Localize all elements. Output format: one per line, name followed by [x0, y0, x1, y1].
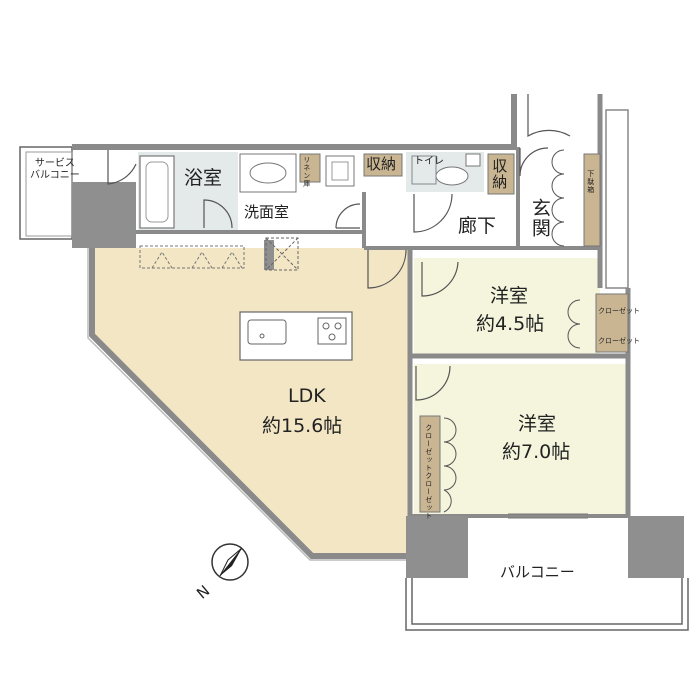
washing-machine [325, 155, 355, 187]
door-swings [107, 94, 571, 401]
service-balcony-label: サービス バルコニー [30, 158, 80, 181]
columns [72, 182, 684, 578]
closet-1b-label: クローゼット [598, 337, 640, 345]
western-room-1-size: 約4.5帖 [476, 313, 545, 335]
wash-basin [239, 153, 297, 193]
ldk-name: LDK [288, 385, 326, 407]
western-room-1-name: 洋室 [490, 285, 529, 307]
linen-label: リネン庫 [302, 156, 311, 188]
closet-2b-label: クローゼット [424, 472, 433, 520]
storage-a-label: 収納 [366, 155, 397, 173]
shoe-box-label: 下駄箱 [586, 170, 595, 194]
bathtub [139, 155, 175, 229]
fridge-space [265, 237, 299, 271]
toilet-fixture [435, 153, 481, 186]
walls [72, 94, 631, 559]
toilet-counter [411, 155, 437, 185]
hallway-label: 廊下 [458, 215, 497, 237]
window-room2 [508, 513, 588, 519]
pipe-space [605, 109, 629, 289]
service-balcony [19, 146, 73, 240]
storage-b-label: 収納 [490, 158, 509, 190]
western-room-2-name: 洋室 [518, 413, 557, 435]
closet-1a-label: クローゼット [598, 307, 640, 315]
entrance-label: 玄関 [528, 198, 551, 238]
western-room-2-size: 約7.0帖 [502, 441, 571, 463]
closet-doors [443, 149, 581, 513]
bath-label: 浴室 [184, 167, 223, 189]
balcony-label: バルコニー [500, 563, 575, 581]
storage-units [299, 153, 629, 513]
balcony [405, 578, 689, 631]
washroom-label: 洗面室 [244, 203, 290, 221]
kitchen-cabinet [139, 245, 245, 269]
ldk-size: 約15.6帖 [262, 415, 343, 437]
kitchen-island [239, 311, 353, 361]
window-diagonal [87, 248, 410, 561]
closet-2a-label: クローゼット [424, 424, 433, 472]
compass [211, 543, 249, 581]
ldk-floor [92, 248, 410, 556]
toilet-label: トイレ [414, 156, 444, 167]
